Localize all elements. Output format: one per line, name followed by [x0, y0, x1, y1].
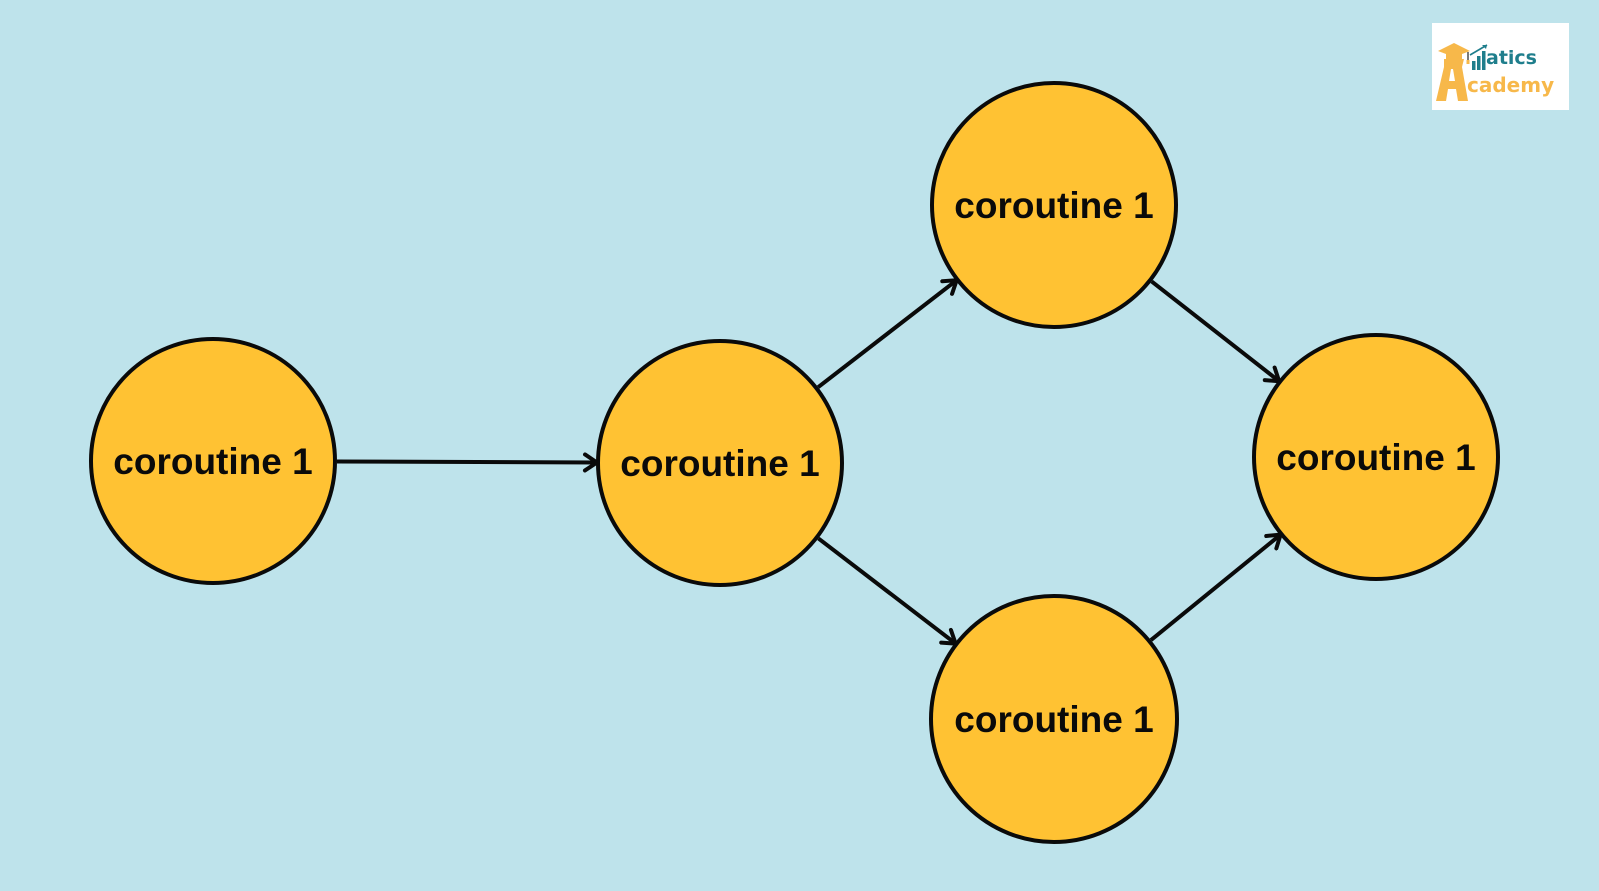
nodes: coroutine 1 coroutine 1 coroutine 1 corouti…: [89, 81, 1500, 844]
node-label: coroutine 1: [954, 699, 1153, 740]
node-label: coroutine 1: [113, 441, 312, 482]
node-circle: [930, 81, 1178, 329]
node-circle: [89, 337, 337, 585]
node-circle: [929, 594, 1179, 844]
arrow-n4-to-n5: [1149, 532, 1283, 642]
arrow-n1-to-n2: [336, 452, 600, 473]
academy-logo: atics cademy: [1432, 23, 1569, 110]
node-label: coroutine 1: [954, 185, 1153, 226]
coroutine-node-3: coroutine 1: [930, 81, 1178, 329]
node-label: coroutine 1: [1276, 437, 1475, 478]
coroutine-node-4: coroutine 1: [929, 594, 1179, 844]
logo-text-cademy: cademy: [1467, 73, 1555, 97]
arrow-n2-to-n3: [816, 278, 959, 389]
coroutine-node-2: coroutine 1: [596, 339, 844, 587]
graduation-cap-a-icon: [1436, 43, 1488, 101]
arrow-n3-to-n5: [1150, 279, 1282, 384]
edges: [336, 278, 1283, 646]
node-circle: [596, 339, 844, 587]
coroutine-node-5: coroutine 1: [1252, 333, 1500, 581]
node-circle: [1252, 333, 1500, 581]
coroutine-node-1: coroutine 1: [89, 337, 337, 585]
logo-text-atics: atics: [1486, 47, 1537, 69]
node-label: coroutine 1: [620, 443, 819, 484]
arrow-n2-to-n4: [817, 536, 958, 646]
